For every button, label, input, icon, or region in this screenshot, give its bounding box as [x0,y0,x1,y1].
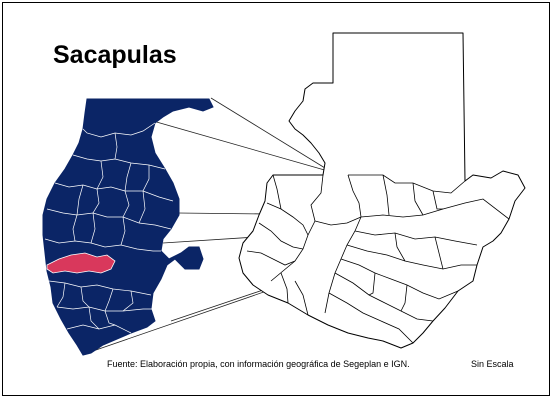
boundary [394,232,406,262]
map-frame: Sacapulas [2,2,550,396]
department-shape [42,98,214,356]
country-outline [238,32,526,349]
boundary [72,184,84,242]
boundary [382,174,390,216]
boundary [258,222,304,250]
boundary [104,288,116,326]
boundary [266,202,309,236]
boundary [272,174,282,210]
boundary [412,182,424,216]
boundary [346,244,477,270]
boundary [434,236,444,270]
boundary [80,286,100,330]
boundary [138,165,150,224]
map-canvas [42,32,526,356]
source-note: Fuente: Elaboración propia, con informac… [107,359,410,369]
boundary [120,162,132,246]
boundary [324,174,362,314]
boundary [354,230,478,246]
highlighted-municipality [46,252,116,274]
boundary [400,284,408,312]
leader-line [210,97,326,169]
boundary [114,132,118,160]
boundary [246,250,296,266]
boundary [360,198,510,220]
boundary [44,238,161,252]
leader-line [152,120,336,174]
boundary [122,290,134,312]
scale-note: Sin Escala [471,359,514,369]
boundary [90,160,104,244]
boundary [340,258,459,300]
boundary [280,272,289,304]
guatemala-outline [238,32,526,349]
department-enlarged [42,98,214,356]
boundary [56,282,66,308]
municipality-boundaries [44,122,174,334]
boundary [432,190,443,210]
boundary [328,292,414,344]
page-title: Sacapulas [53,41,177,69]
boundary [314,216,362,226]
internal-boundaries [246,174,510,344]
boundary [54,182,174,202]
boundary [368,272,376,296]
boundary [334,272,434,322]
boundary [46,208,172,230]
boundary [294,280,309,316]
